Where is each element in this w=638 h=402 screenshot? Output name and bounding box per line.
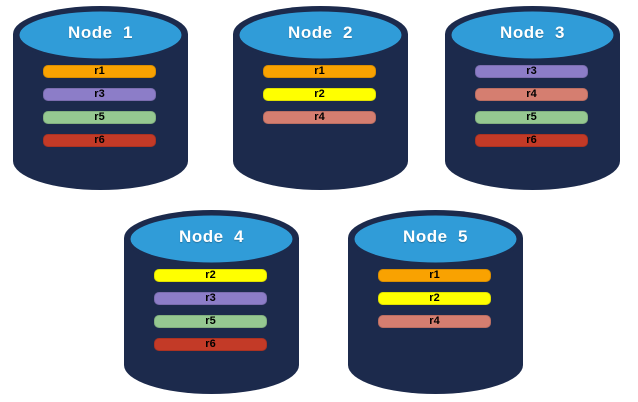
replica-bar: r2 [154, 269, 267, 282]
replica-bar-list: r1 r2 r4 [263, 65, 376, 134]
node-title: Node 5 [403, 227, 468, 246]
replica-bar: r4 [263, 111, 376, 124]
node-title: Node 3 [500, 23, 565, 42]
replica-bar: r1 [43, 65, 156, 78]
replica-bar-list: r1 r2 r4 [378, 269, 491, 338]
replica-bar: r1 [263, 65, 376, 78]
node-title: Node 4 [179, 227, 244, 246]
node-title: Node 1 [68, 23, 133, 42]
replica-bar: r5 [43, 111, 156, 124]
replica-bar: r5 [475, 111, 588, 124]
replica-bar: r6 [154, 338, 267, 351]
node-cylinder: Node 2 r1 r2 r4 [233, 6, 408, 192]
replica-bar: r2 [378, 292, 491, 305]
replica-bar-list: r2 r3 r5 r6 [154, 269, 267, 361]
replica-bar: r3 [43, 88, 156, 101]
replica-bar-list: r1 r3 r5 r6 [43, 65, 156, 157]
replica-bar: r3 [154, 292, 267, 305]
replica-bar-list: r3 r4 r5 r6 [475, 65, 588, 157]
replica-bar: r2 [263, 88, 376, 101]
node-cylinder: Node 1 r1 r3 r5 r6 [13, 6, 188, 192]
replica-bar: r6 [475, 134, 588, 147]
node-title: Node 2 [288, 23, 353, 42]
replica-bar: r4 [475, 88, 588, 101]
replica-bar: r1 [378, 269, 491, 282]
node-cylinder: Node 5 r1 r2 r4 [348, 210, 523, 396]
node-cylinder: Node 4 r2 r3 r5 r6 [124, 210, 299, 396]
database-cylinder-icon [348, 210, 523, 394]
replica-bar: r5 [154, 315, 267, 328]
replica-bar: r4 [378, 315, 491, 328]
node-cylinder: Node 3 r3 r4 r5 r6 [445, 6, 620, 192]
replica-bar: r3 [475, 65, 588, 78]
replica-bar: r6 [43, 134, 156, 147]
